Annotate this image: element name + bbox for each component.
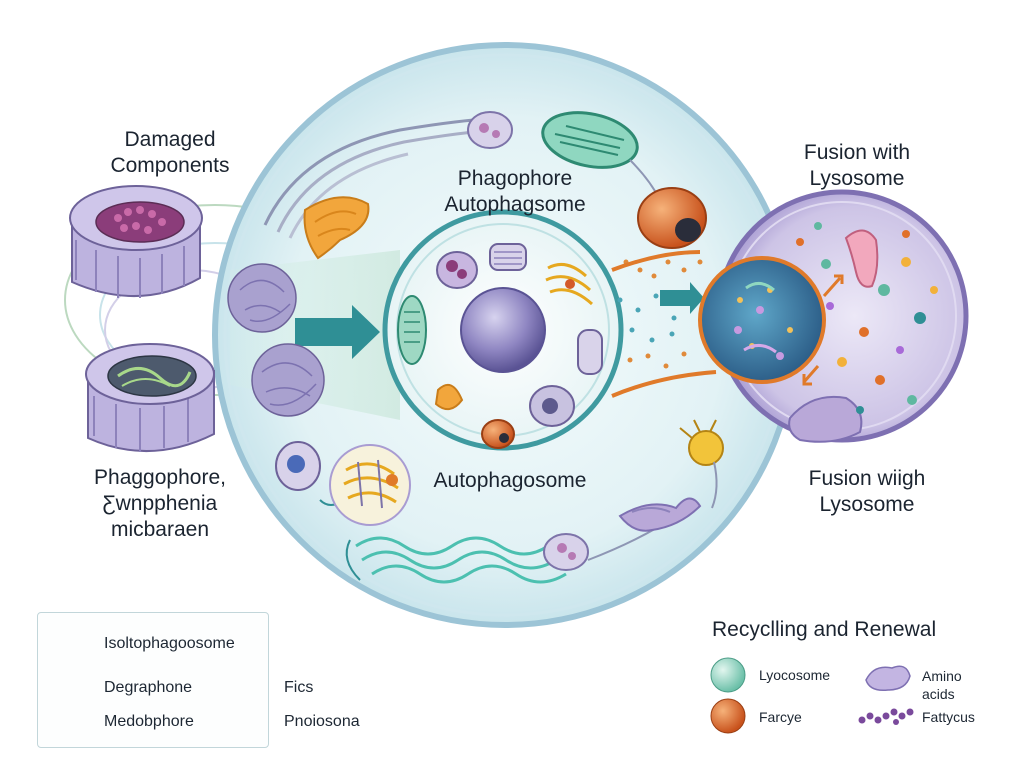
label-line: Damaged <box>124 128 216 151</box>
label-line: micbaraen <box>110 518 210 541</box>
damaged-organelle-bottom <box>85 343 215 452</box>
orange-sphere-icon <box>710 698 746 734</box>
label-fusion-with-lysosome-top: Fusion with Lysosome <box>752 140 962 192</box>
protein-aggregates <box>227 263 325 417</box>
purple-blob-icon <box>865 665 911 692</box>
recycling-label-fattycus: Fattycus <box>922 709 975 725</box>
label-line: Ƹwnpphenia <box>102 492 218 515</box>
label-fusion-with-lysosome-bottom: Fusion wiigh Lysosome <box>762 466 972 518</box>
label-line: Phagophore <box>457 167 573 190</box>
damaged-organelle-top <box>69 185 203 298</box>
label-autophagosome: Autophagosome <box>395 468 625 494</box>
legend: Isoltophagoosome Degraphone Medobphore F… <box>37 612 360 748</box>
label-line: Lysosome <box>809 167 905 190</box>
label-phagophore-membrane: Phaggophore, Ƹwnpphenia micbaraen <box>40 465 280 543</box>
recycling-label-amino-acids: Amino acids <box>922 667 962 703</box>
label-line: Amino <box>922 668 962 684</box>
teal-sphere-icon <box>710 657 746 693</box>
legend-label-degraphone: Degraphone <box>104 679 193 696</box>
arrow-to-phagophore <box>295 305 380 359</box>
label-line: Phaggophore, <box>94 466 226 489</box>
recycling-title: Recyclling and Renewal <box>712 618 937 641</box>
mitochondrion-top <box>541 111 639 169</box>
label-line: Autophagosome <box>433 469 587 492</box>
recycling-label-lyocosome: Lyocosome <box>759 667 831 683</box>
label-line: Lysosome <box>819 493 915 516</box>
fusing-autophagosome <box>698 256 826 384</box>
label-line: Autophagsome <box>444 193 586 216</box>
arrow-to-lysosome <box>660 282 704 314</box>
legend-label-isoltophagoosome: Isoltophagoosome <box>104 635 235 652</box>
nucleus <box>460 287 546 373</box>
label-line: Components <box>110 154 230 177</box>
label-line: acids <box>922 686 955 702</box>
label-damaged-components: Damaged Components <box>60 127 280 179</box>
label-line: Fusion with <box>803 141 911 164</box>
label-phagophore-autophagosome: Phagophore Autophagsome <box>405 166 625 218</box>
label-line: Fusion wiigh <box>808 467 926 490</box>
recycling-label-farcye: Farcye <box>759 709 802 725</box>
legend-label-fics: Fics <box>284 679 314 696</box>
legend-label-pnoiosona: Pnoiosona <box>284 713 360 730</box>
bead-chain-icon <box>858 708 914 725</box>
legend-label-medobphore: Medobphore <box>104 713 194 730</box>
